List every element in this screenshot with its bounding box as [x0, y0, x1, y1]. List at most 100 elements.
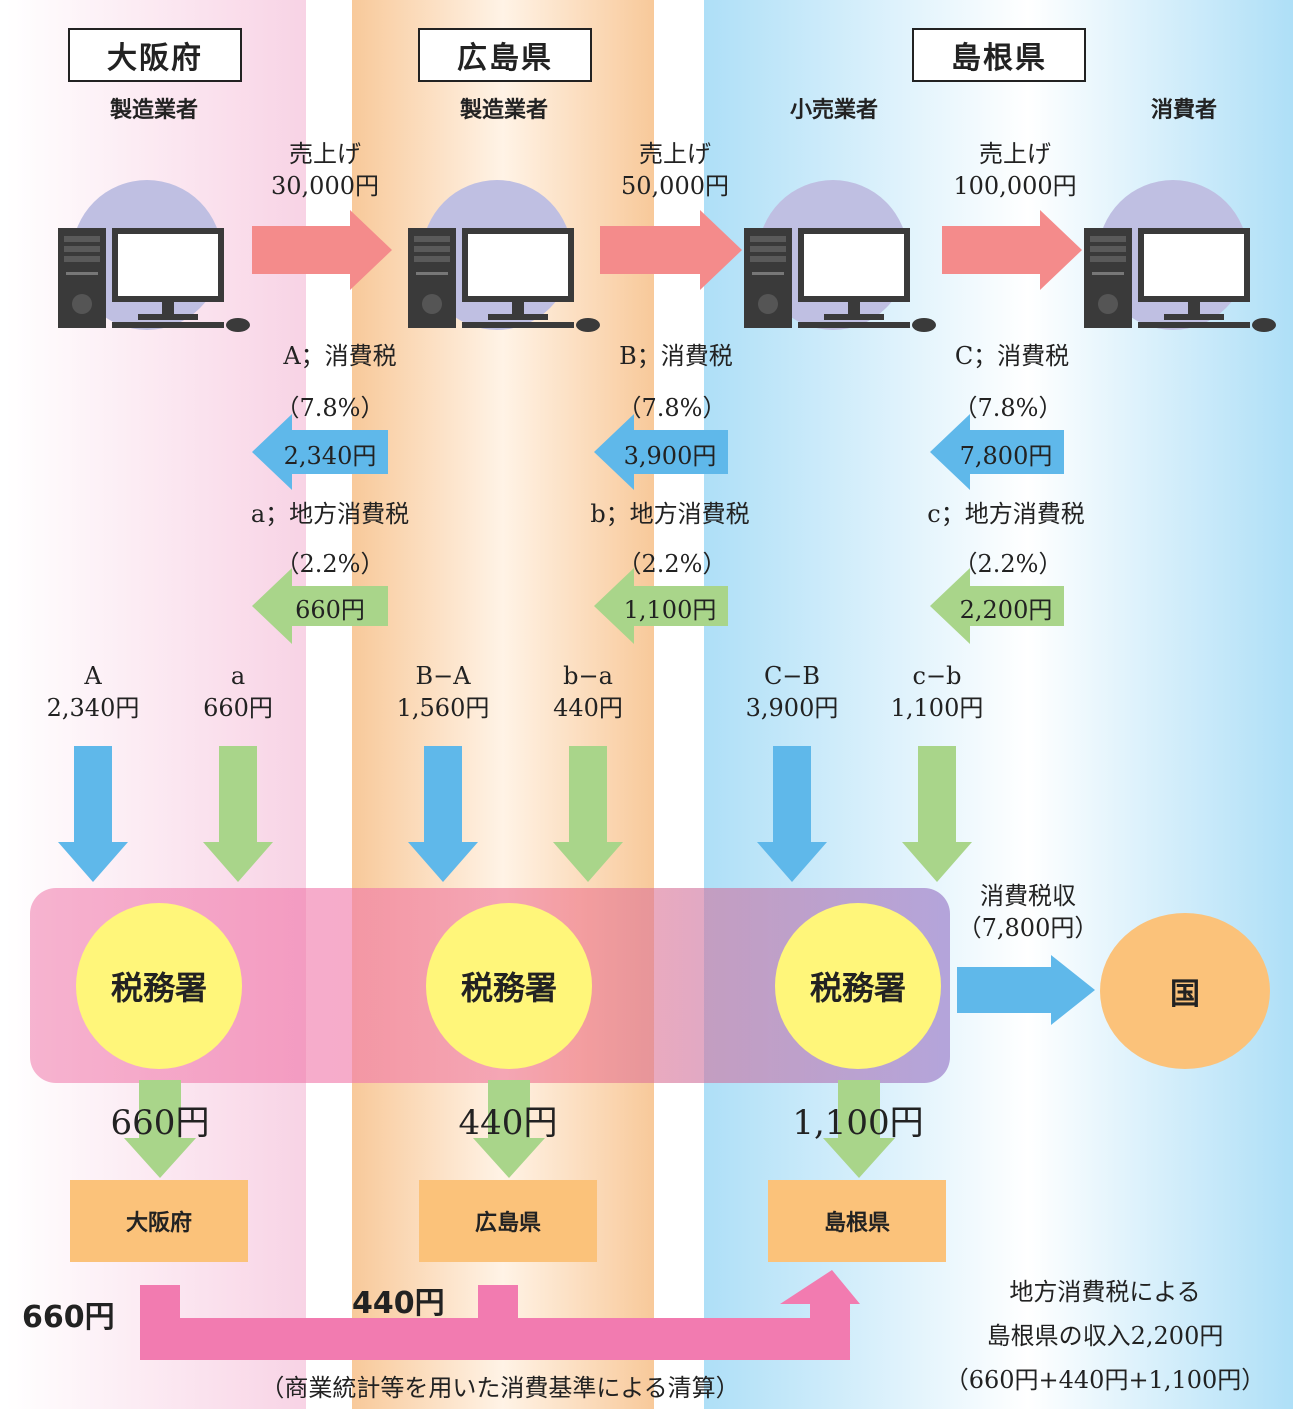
payment-label: B−A	[415, 662, 471, 690]
local-amount-hiroshima: 440円	[458, 1103, 558, 1143]
tax-arrow-c	[930, 414, 1064, 490]
sale-label-text: 売上げ	[979, 140, 1051, 168]
sale-arrow-3	[942, 210, 1082, 290]
payment-ba: b−a 440円	[528, 660, 648, 724]
payment-A: A 2,340円	[33, 660, 153, 724]
tax-b-rate: （7.8%）	[617, 394, 727, 422]
local-c-amount: 2,200円	[959, 596, 1053, 624]
sale-amount: 100,000円	[953, 172, 1077, 200]
hiroshima-down-arrow	[473, 1080, 545, 1178]
pay-arrow-A	[58, 746, 128, 882]
sale-label-text: 売上げ	[639, 140, 711, 168]
national-revenue-text: 消費税収	[980, 882, 1076, 910]
role-shimane-retail: 小売業者	[789, 98, 878, 123]
tax-a-amount: 2,340円	[283, 442, 377, 470]
tax-c-label: C；消費税	[912, 340, 1112, 372]
sale-label-text: 売上げ	[289, 140, 361, 168]
payment-CB: C−B 3,900円	[732, 660, 852, 724]
local-c-rate: （2.2%）	[953, 550, 1063, 578]
pay-arrow-a	[203, 746, 273, 882]
dest-shimane: 島根県	[768, 1180, 946, 1262]
pay-arrow-ba	[553, 746, 623, 882]
sale-amount: 30,000円	[271, 172, 379, 200]
settlement-note: （商業統計等を用いた消費基準による清算）	[260, 1374, 740, 1402]
local-arrow-a	[252, 568, 388, 644]
payment-label: C−B	[763, 662, 821, 690]
local-amount-osaka: 660円	[110, 1103, 210, 1143]
sale-arrow-1	[252, 210, 392, 290]
tax-label-text: A；消費税	[283, 342, 397, 370]
computer-icon	[1084, 228, 1276, 332]
computer-icon	[408, 228, 600, 332]
summary-line-1: 地方消費税による	[1009, 1278, 1201, 1306]
computer-icon	[744, 228, 936, 332]
summary-line-2: 島根県の収入2,200円	[986, 1322, 1224, 1350]
local-c-label: c；地方消費税	[927, 500, 1085, 528]
sale-amount: 50,000円	[621, 172, 729, 200]
shimane-header: 島根県	[912, 28, 1086, 82]
tax-office-osaka: 税務署	[76, 903, 242, 1069]
payment-amount: 1,100円	[890, 694, 984, 722]
settlement-arrow	[140, 1270, 860, 1360]
payment-cb: c−b 1,100円	[877, 660, 997, 724]
payment-label: A	[84, 662, 102, 690]
pay-arrow-CB	[757, 746, 827, 882]
role-hiroshima: 製造業者	[459, 98, 548, 123]
dest-osaka: 大阪府	[70, 1180, 248, 1262]
local-b-label: b；地方消費税	[590, 500, 750, 528]
osaka-down-arrow	[124, 1080, 196, 1178]
hiroshima-header: 広島県	[418, 28, 592, 82]
national-government: 国	[1100, 913, 1270, 1069]
sale-arrow-2	[600, 210, 742, 290]
role-osaka: 製造業者	[109, 98, 198, 123]
tax-b-amount: 3,900円	[623, 442, 717, 470]
dest-hiroshima: 広島県	[419, 1180, 597, 1262]
payment-amount: 1,560円	[396, 694, 490, 722]
tax-office-shimane: 税務署	[775, 903, 941, 1069]
role-consumer: 消費者	[1150, 98, 1217, 123]
sale-label-3: 売上げ 100,000円	[940, 138, 1090, 202]
local-b-rate: （2.2%）	[617, 550, 727, 578]
local-a-amount: 660円	[295, 596, 365, 624]
settlement-hiroshima-amount: 440円	[352, 1286, 445, 1321]
local-a-label: a；地方消費税	[250, 500, 410, 528]
osaka-header: 大阪府	[68, 28, 242, 82]
payment-amount: 3,900円	[745, 694, 839, 722]
tax-office-hiroshima: 税務署	[426, 903, 592, 1069]
computer-icon	[58, 228, 250, 332]
tax-label-text: B；消費税	[619, 342, 733, 370]
shimane-revenue-summary: 地方消費税による 島根県の収入2,200円 （660円+440円+1,100円）	[930, 1270, 1280, 1402]
sale-label-1: 売上げ 30,000円	[250, 138, 400, 202]
pay-arrow-cb	[902, 746, 972, 882]
local-arrow-b	[594, 568, 728, 644]
local-a-rate: （2.2%）	[275, 550, 385, 578]
payment-a: a 660円	[178, 660, 298, 724]
settlement-osaka-amount: 660円	[22, 1300, 115, 1335]
tax-c-rate: （7.8%）	[953, 394, 1063, 422]
tax-a-rate: （7.8%）	[275, 394, 385, 422]
payment-amount: 2,340円	[46, 694, 140, 722]
tax-label-text: C；消費税	[954, 342, 1070, 370]
payment-amount: 660円	[203, 694, 273, 722]
national-revenue-label: 消費税収 （7,800円）	[948, 880, 1108, 944]
national-revenue-amount: （7,800円）	[957, 914, 1099, 942]
payment-label: a	[230, 662, 246, 690]
local-b-amount: 1,100円	[623, 596, 717, 624]
payment-BA: B−A 1,560円	[383, 660, 503, 724]
tax-c-amount: 7,800円	[959, 442, 1053, 470]
shimane-down-arrow	[823, 1080, 895, 1178]
tax-b-label: B；消費税	[576, 340, 776, 372]
pay-arrow-BA	[408, 746, 478, 882]
tax-a-label: A；消費税	[240, 340, 440, 372]
summary-line-3: （660円+440円+1,100円）	[944, 1366, 1266, 1394]
local-amount-shimane: 1,100円	[792, 1103, 924, 1143]
payment-label: c−b	[912, 662, 962, 690]
local-distribution-arrows	[124, 1080, 895, 1178]
tax-arrow-a	[252, 414, 388, 490]
tax-arrow-b	[594, 414, 728, 490]
payment-label: b−a	[563, 662, 613, 690]
sale-label-2: 売上げ 50,000円	[600, 138, 750, 202]
payment-amount: 440円	[553, 694, 623, 722]
local-arrow-c	[930, 568, 1064, 644]
